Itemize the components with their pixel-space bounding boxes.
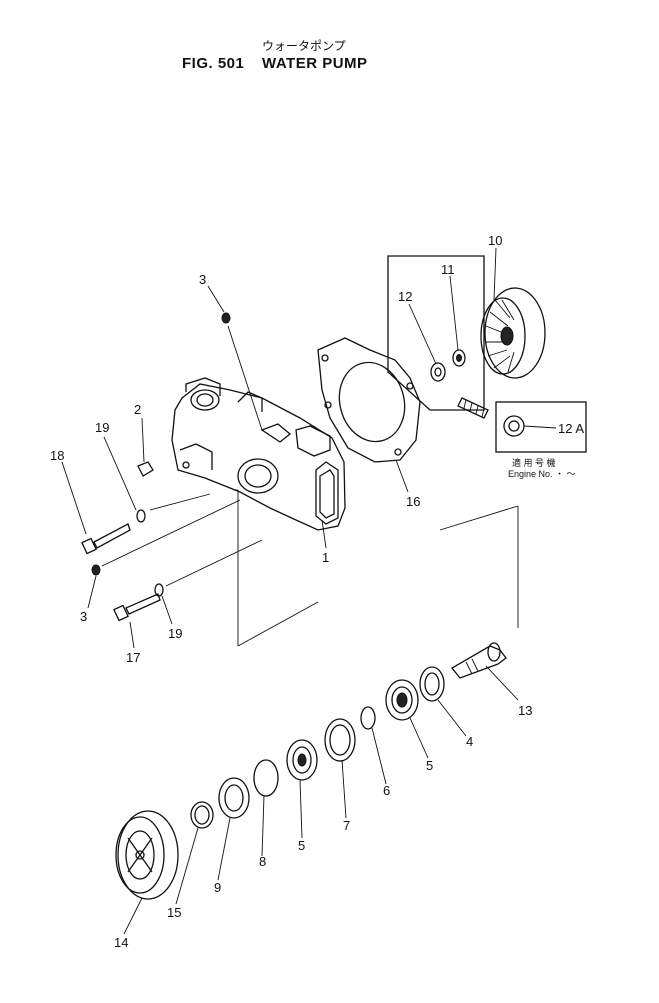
label-part-2: 2 xyxy=(134,402,141,417)
figure-number: FIG. 501 xyxy=(182,55,244,72)
leader-lines xyxy=(61,247,519,935)
label-part-5-lower: 5 xyxy=(298,838,305,853)
bearing-part-5-upper xyxy=(385,679,419,721)
washer-part-19-lower xyxy=(154,583,164,597)
label-part-16: 16 xyxy=(406,494,420,509)
label-part-9: 9 xyxy=(214,880,221,895)
label-part-8: 8 xyxy=(259,854,266,869)
bearing-part-5-lower xyxy=(286,739,318,781)
gasket-part-16 xyxy=(317,337,421,463)
plug-inset-12a: 適 用 号 機 Engine No. ・ ～ xyxy=(495,401,587,479)
pump-housing-part-1 xyxy=(171,377,346,531)
inset-applicable-label: 適 用 号 機 xyxy=(512,457,556,468)
label-part-13: 13 xyxy=(518,703,532,718)
label-part-12a: 12 A xyxy=(558,421,584,436)
seal-part-4 xyxy=(419,666,445,702)
pulley-part-14 xyxy=(115,810,179,900)
shaft-part-13 xyxy=(451,642,507,679)
impeller-part-10 xyxy=(480,287,546,379)
bolt-part-17 xyxy=(113,593,161,622)
label-part-14: 14 xyxy=(114,935,128,950)
label-part-17: 17 xyxy=(126,650,140,665)
label-part-15: 15 xyxy=(167,905,181,920)
label-part-18: 18 xyxy=(50,448,64,463)
label-part-7: 7 xyxy=(343,818,350,833)
label-part-11: 11 xyxy=(441,262,455,277)
seal-kit-inset xyxy=(387,255,485,411)
label-part-6: 6 xyxy=(383,783,390,798)
label-part-10: 10 xyxy=(488,233,502,248)
spring-element xyxy=(457,397,489,419)
label-part-12: 12 xyxy=(398,289,412,304)
label-part-3-upper: 3 xyxy=(199,272,206,287)
plug-part-3-lower xyxy=(91,564,101,576)
snap-ring-part-6 xyxy=(360,706,376,730)
inset-engine-number: Engine No. ・ ～ xyxy=(508,469,576,479)
label-part-3-lower: 3 xyxy=(80,609,87,624)
snap-ring-part-8 xyxy=(253,759,279,797)
figure-title: WATER PUMP xyxy=(262,55,368,72)
title-japanese: ウォータポンプ xyxy=(262,39,346,53)
sleeve-part-15 xyxy=(190,801,214,829)
plug-part-2 xyxy=(137,461,154,477)
plug-part-3-upper xyxy=(221,312,231,324)
bolt-part-18 xyxy=(81,523,131,555)
label-part-5-upper: 5 xyxy=(426,758,433,773)
label-part-1: 1 xyxy=(322,550,329,565)
reference-lines xyxy=(234,489,519,647)
label-part-19-upper: 19 xyxy=(95,420,109,435)
label-part-19-lower: 19 xyxy=(168,626,182,641)
spacer-part-7 xyxy=(324,718,356,762)
seal-part-9 xyxy=(218,777,250,819)
washer-part-19-upper xyxy=(136,509,146,523)
label-part-4: 4 xyxy=(466,734,473,749)
